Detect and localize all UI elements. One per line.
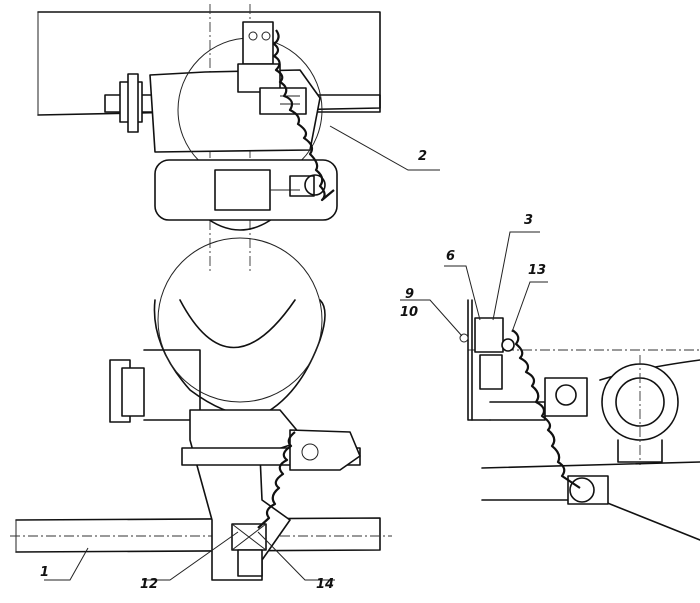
top-view (37, 4, 381, 272)
bottom-view (10, 237, 392, 581)
callout-3: 3 (524, 213, 534, 228)
leader-9-10 (400, 299, 463, 337)
leader-13 (511, 281, 548, 333)
leader-1 (44, 547, 89, 581)
leader-2 (329, 125, 440, 171)
leader-12 (142, 531, 239, 581)
leader-3 (492, 231, 540, 321)
callout-2: 2 (418, 149, 428, 164)
callout-9: 9 (405, 287, 415, 302)
leader-14 (257, 531, 335, 581)
callout-14: 14 (316, 577, 335, 592)
callout-10: 10 (400, 305, 419, 320)
leader-6 (444, 265, 481, 321)
callout-13: 13 (528, 263, 547, 278)
callout-12: 12 (140, 577, 159, 592)
detail-view (459, 299, 700, 541)
callout-1: 1 (40, 565, 50, 580)
callout-6: 6 (446, 249, 456, 264)
